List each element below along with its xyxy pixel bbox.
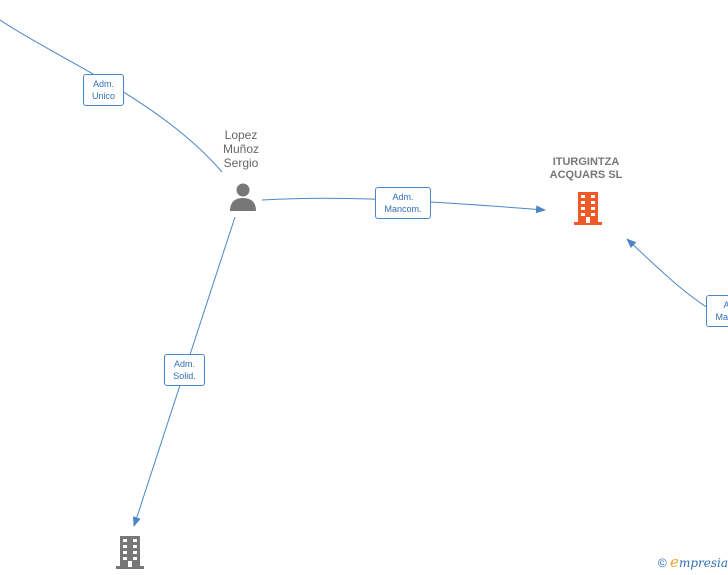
main-company-name[interactable]: ITURGINTZA ACQUARS SL: [530, 156, 642, 182]
person-name-line: Muñoz: [222, 142, 260, 156]
building-icon[interactable]: [572, 191, 604, 225]
edge-label-line: Mancom.: [715, 312, 728, 322]
empresia-logo-text: mpresia: [678, 556, 728, 570]
copyright-symbol: ©: [657, 556, 667, 570]
edge-label-adm-unico[interactable]: Adm. Unico: [83, 74, 124, 106]
person-name-line: Sergio: [223, 156, 259, 170]
edge-label-line: Adm.: [723, 300, 728, 310]
empresia-logo-initial: e: [670, 553, 679, 571]
company-name-line: ACQUARS SL: [549, 169, 623, 181]
edge-label-line: Unico: [91, 91, 115, 101]
person-name[interactable]: Lopez Muñoz Sergio: [206, 128, 276, 170]
edge-label-line: Mancom.: [384, 204, 422, 214]
edge-label-line: Adm.: [173, 359, 195, 369]
edge-label-line: Adm.: [392, 192, 414, 202]
empresia-watermark: © empresia: [658, 553, 728, 571]
edge-label-line: Adm.: [92, 79, 114, 89]
edge-label-adm-mancom-right[interactable]: Adm. Mancom.: [706, 295, 728, 327]
edge-adm-mancom: [261, 197, 546, 214]
edge-label-line: Solid.: [173, 371, 196, 381]
person-icon[interactable]: [228, 182, 258, 212]
building-icon[interactable]: [114, 535, 146, 569]
person-name-line: Lopez: [224, 128, 258, 142]
edge-label-adm-solid[interactable]: Adm. Solid.: [164, 354, 205, 386]
edge-label-adm-mancom[interactable]: Adm. Mancom.: [375, 187, 431, 219]
company-name-line: ITURGINTZA: [552, 156, 620, 168]
